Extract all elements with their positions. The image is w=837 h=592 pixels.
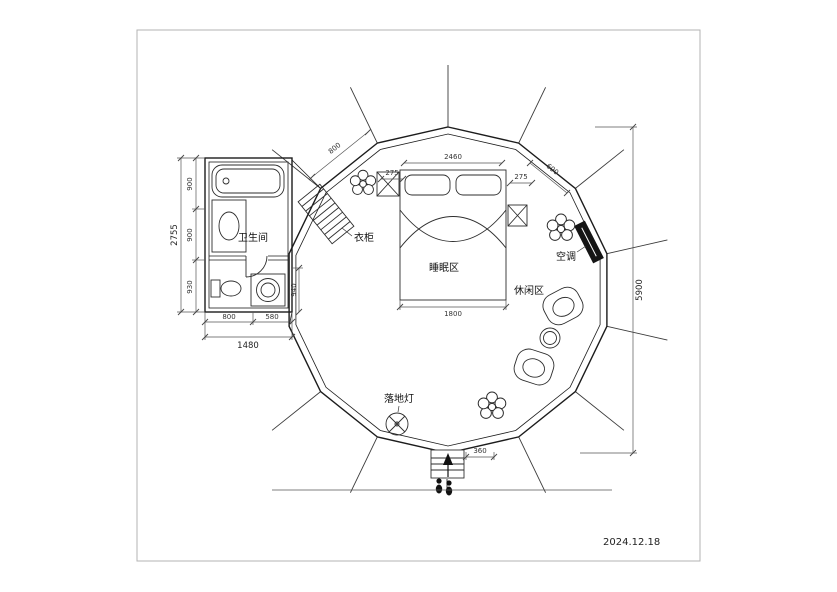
dim-bottom-seg-left: 800 xyxy=(222,313,235,321)
dim-left-seg-top: 900 xyxy=(186,177,194,190)
pillow-left xyxy=(404,174,451,196)
dim-top-left-275-label: 275 xyxy=(385,169,398,177)
dim-bed-width: 1800 xyxy=(396,300,510,318)
nightstand-right xyxy=(507,204,528,227)
dim-left-seg-bottom: 930 xyxy=(186,280,194,293)
dim-connector-label: 940 xyxy=(290,283,298,296)
dim-left-seg-mid: 900 xyxy=(186,228,194,241)
plant-top-left xyxy=(349,169,377,195)
pillow-right xyxy=(455,174,502,196)
wardrobe xyxy=(297,183,355,245)
dim-left-total: 2755 xyxy=(170,154,185,316)
drawing-border xyxy=(136,29,701,562)
dim-right-total: 5900 xyxy=(580,123,645,457)
date-stamp: 2024.12.18 xyxy=(603,537,660,548)
dim-right-total-label: 5900 xyxy=(635,279,645,301)
toilet xyxy=(210,279,242,298)
dim-roof-right: 690 xyxy=(526,159,571,197)
vanity-sink xyxy=(211,199,247,253)
dim-bottom-chain: 800 580 xyxy=(201,312,296,340)
dim-entrance: 360 xyxy=(462,447,498,461)
bathroom-annex xyxy=(204,157,321,327)
roof-rays xyxy=(271,65,668,493)
washing-machine xyxy=(250,273,286,307)
lounge-chair-1 xyxy=(542,286,584,326)
plant-top-right xyxy=(546,213,576,241)
dim-bottom-seg-right: 580 xyxy=(265,313,278,321)
dim-left-total-label: 2755 xyxy=(170,224,180,246)
dim-connector: 940 xyxy=(290,264,303,316)
label-leisure-area: 休闲区 xyxy=(514,284,544,297)
plant-bottom xyxy=(477,391,507,419)
entry-arrow xyxy=(443,453,453,465)
nightstand-left xyxy=(376,171,400,197)
dim-entrance-label: 360 xyxy=(473,447,486,455)
label-sleeping-area: 睡眠区 xyxy=(429,261,459,274)
dim-bed-width-label: 1800 xyxy=(444,310,462,318)
dim-top-right-275-label: 275 xyxy=(514,173,527,181)
label-wardrobe: 衣柜 xyxy=(354,231,374,244)
label-bathroom: 卫生间 xyxy=(238,231,268,244)
floor-lamp xyxy=(385,412,409,436)
lounge-chair-2 xyxy=(513,348,555,386)
dim-roof-left-label: 800 xyxy=(327,141,342,156)
bed xyxy=(399,169,507,301)
dim-left-chain: 900 900 930 xyxy=(177,154,205,316)
side-table xyxy=(539,327,561,349)
dim-top-center-label: 2460 xyxy=(444,153,462,161)
air-conditioner-unit xyxy=(574,220,604,264)
label-air-conditioner: 空调 xyxy=(556,250,576,263)
bathtub xyxy=(211,164,285,198)
dim-top-chain: 2460 275 275 xyxy=(377,153,536,187)
dim-bottom-total-label: 1480 xyxy=(237,341,259,351)
label-floor-lamp: 落地灯 xyxy=(384,392,414,405)
dim-bottom-total: 1480 xyxy=(201,333,296,351)
entrance xyxy=(430,449,465,496)
entry-figures xyxy=(435,478,453,496)
